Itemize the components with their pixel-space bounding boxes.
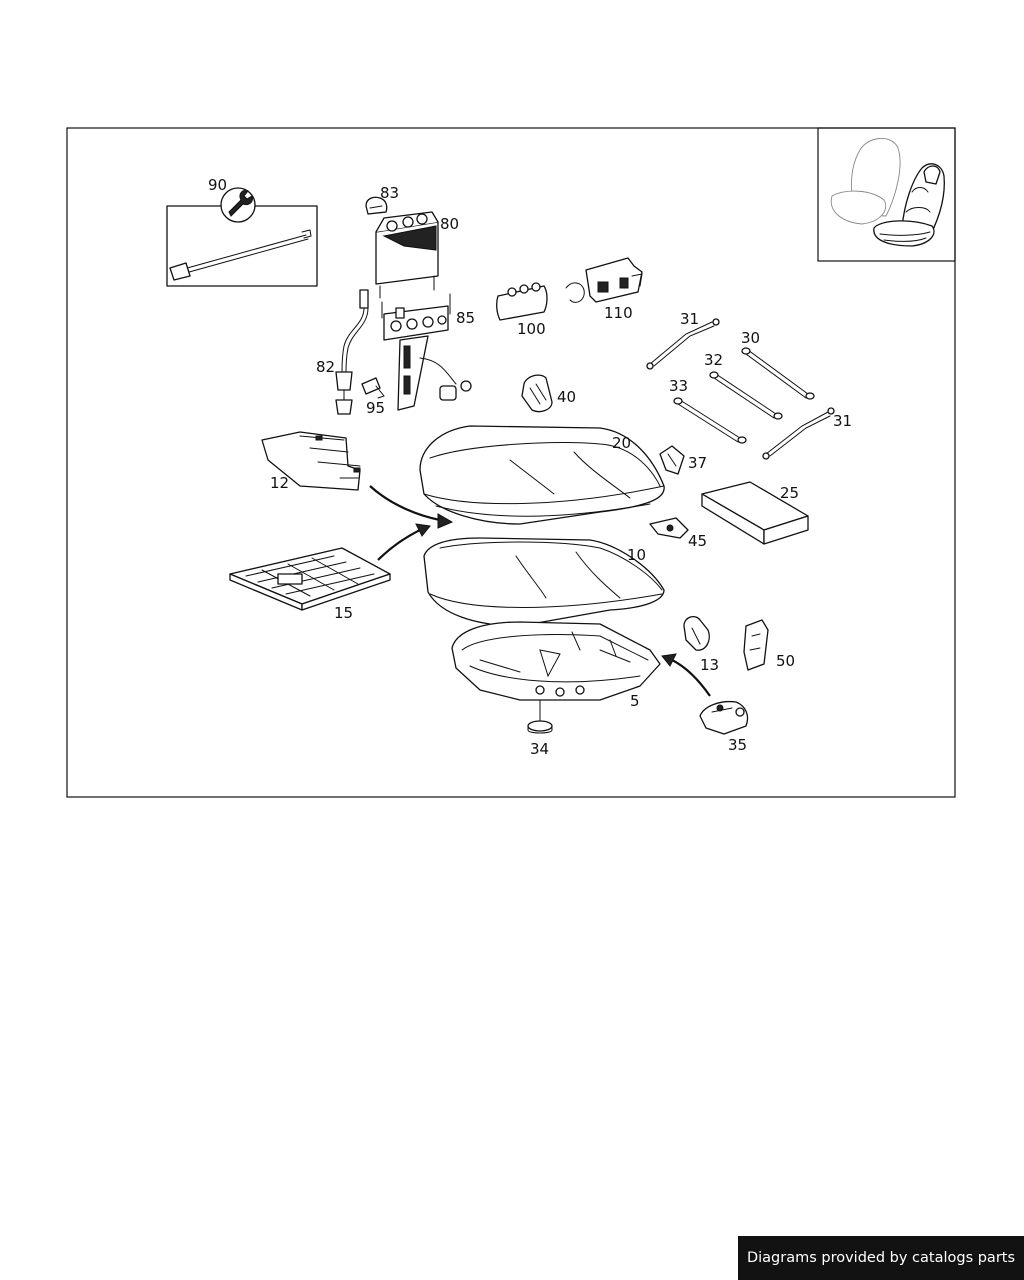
part-40-clip: [521, 374, 553, 413]
callout-20: 20: [612, 434, 631, 452]
part-37-clip: [659, 445, 685, 475]
callout-31-bottom: 31: [833, 412, 852, 430]
callout-110: 110: [604, 304, 633, 322]
callout-37: 37: [688, 454, 707, 472]
part-50-bracket: [743, 619, 769, 671]
part-20-cushion-cover: [419, 425, 665, 525]
part-85-bracket: [381, 293, 472, 411]
part-95-screw: [361, 377, 385, 399]
part-82-cable: [335, 289, 369, 415]
callout-5: 5: [630, 692, 640, 710]
part-31-rod-bottom: [762, 407, 835, 460]
callout-35: 35: [728, 736, 747, 754]
part-83-clip: [365, 196, 388, 215]
callout-31-top: 31: [680, 310, 699, 328]
callout-50: 50: [776, 652, 795, 670]
callout-13: 13: [700, 656, 719, 674]
callout-33: 33: [669, 377, 688, 395]
part-30-rod: [741, 347, 815, 400]
callout-82: 82: [316, 358, 335, 376]
part-110-bracket: [565, 257, 643, 303]
part-25-foam-block: [701, 481, 809, 545]
assembly-arrow-35: [671, 659, 711, 697]
part-100-module: [496, 282, 548, 321]
part-35-motor: [699, 700, 749, 735]
part-13-clip: [683, 615, 710, 651]
callout-30: 30: [741, 329, 760, 347]
assembly-arrow-15: [377, 529, 421, 561]
part-5-seat-frame: [451, 621, 661, 701]
part-15-sensor-mat: [229, 547, 391, 611]
callout-85: 85: [456, 309, 475, 327]
callout-90: 90: [208, 176, 227, 194]
callout-15: 15: [334, 604, 353, 622]
callout-40: 40: [557, 388, 576, 406]
callout-10: 10: [627, 546, 646, 564]
callout-45: 45: [688, 532, 707, 550]
part-10-cushion-foam: [423, 537, 665, 627]
part-45-bracket: [649, 517, 689, 539]
callout-12: 12: [270, 474, 289, 492]
part-12-heating-pad: [261, 431, 361, 491]
credit-banner: Diagrams provided by catalogs parts: [738, 1236, 1024, 1280]
assembly-arrow-12: [369, 485, 441, 522]
wrench-icon: [228, 190, 253, 217]
seat-overview-inset: [817, 127, 956, 262]
callout-83: 83: [380, 184, 399, 202]
part-34-grommet: [527, 699, 553, 734]
part-90-tool: [166, 187, 318, 287]
part-31-rod-top: [646, 318, 720, 370]
callout-95: 95: [366, 399, 385, 417]
part-32-rod: [709, 371, 783, 420]
callout-25: 25: [780, 484, 799, 502]
callout-32: 32: [704, 351, 723, 369]
part-33-rod: [673, 397, 747, 444]
part-80-control-module: [375, 211, 439, 299]
callout-34: 34: [530, 740, 549, 758]
diagram-frame: [66, 127, 956, 798]
callout-80: 80: [440, 215, 459, 233]
callout-100: 100: [517, 320, 546, 338]
